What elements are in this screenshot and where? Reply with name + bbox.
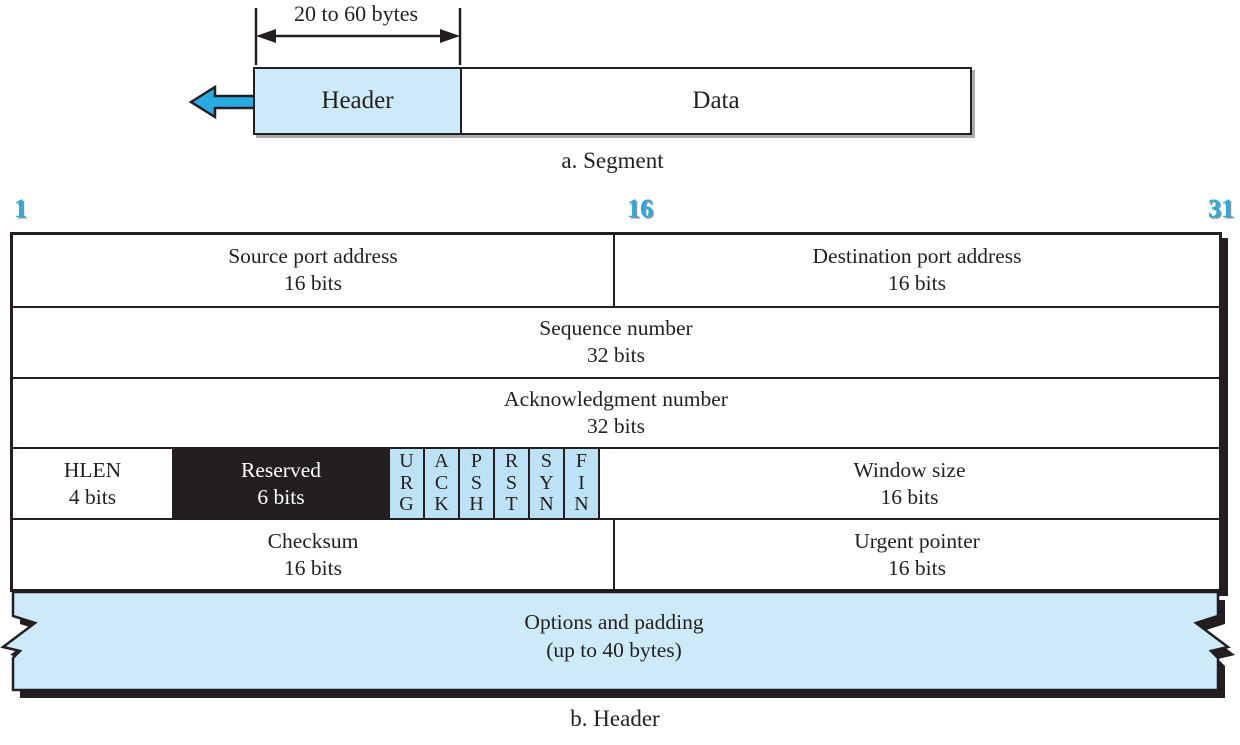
urgent-pointer-subtitle: 16 bits xyxy=(888,555,946,580)
flag-label-rst: RST xyxy=(504,450,519,516)
table-row-sequence: Sequence number 32 bits xyxy=(13,305,1219,377)
segment-data-cell: Data xyxy=(462,69,970,133)
table-row-flags: HLEN 4 bits Reserved 6 bits URG ACK PSH … xyxy=(13,447,1219,519)
options-box-shape xyxy=(0,590,1231,692)
options-label: Options and padding (up to 40 bytes) xyxy=(0,608,1228,664)
segment-header-label: Header xyxy=(321,87,394,114)
reserved-cell: Reserved 6 bits xyxy=(172,449,388,519)
window-size-cell: Window size 16 bits xyxy=(598,449,1219,519)
urgent-pointer-title: Urgent pointer xyxy=(854,528,980,553)
reserved-subtitle: 6 bits xyxy=(257,484,305,509)
dimension-arrow-icon xyxy=(254,8,462,65)
flag-cell-psh: PSH xyxy=(458,449,493,519)
destination-port-cell: Destination port address 16 bits xyxy=(613,235,1219,306)
flag-label-syn: SYN xyxy=(539,450,554,516)
source-port-title: Source port address xyxy=(228,244,398,269)
table-row-ack: Acknowledgment number 32 bits xyxy=(13,376,1219,448)
ack-number-subtitle: 32 bits xyxy=(587,413,645,438)
segment-caption: a. Segment xyxy=(561,148,664,173)
bit-number-31: 31 xyxy=(1208,194,1234,223)
hlen-title: HLEN xyxy=(63,457,122,482)
flag-cell-ack: ACK xyxy=(423,449,458,519)
destination-port-title: Destination port address xyxy=(812,244,1022,269)
segment-data-label: Data xyxy=(692,87,740,114)
sequence-number-cell: Sequence number 32 bits xyxy=(13,307,1219,377)
hlen-subtitle: 4 bits xyxy=(68,484,117,509)
flag-cell-urg: URG xyxy=(388,449,423,519)
bit-number-16: 16 xyxy=(627,194,653,223)
segment-header-cell: Header xyxy=(255,69,462,133)
table-row-ports: Source port address 16 bits Destination … xyxy=(13,235,1219,306)
flag-label-urg: URG xyxy=(399,450,414,516)
flag-label-fin: FIN xyxy=(574,450,589,516)
window-size-subtitle: 16 bits xyxy=(880,484,939,509)
flag-cell-rst: RST xyxy=(493,449,528,519)
source-port-subtitle: 16 bits xyxy=(284,271,342,296)
checksum-subtitle: 16 bits xyxy=(284,555,342,580)
checksum-title: Checksum xyxy=(267,528,359,553)
source-port-cell: Source port address 16 bits xyxy=(13,235,613,306)
window-size-title: Window size xyxy=(853,457,966,482)
reserved-title: Reserved xyxy=(241,457,321,482)
flag-cell-fin: FIN xyxy=(563,449,598,519)
destination-port-subtitle: 16 bits xyxy=(888,271,946,296)
flag-label-psh: PSH xyxy=(469,450,484,516)
ack-number-cell: Acknowledgment number 32 bits xyxy=(13,378,1219,448)
flag-cell-syn: SYN xyxy=(528,449,563,519)
segment-box: Header Data xyxy=(253,67,972,135)
ack-number-title: Acknowledgment number xyxy=(504,386,728,411)
sequence-number-subtitle: 32 bits xyxy=(587,343,645,368)
bit-number-1: 1 xyxy=(14,194,27,223)
left-arrow-icon xyxy=(188,84,258,120)
options-title: Options and padding xyxy=(524,610,704,634)
sequence-number-title: Sequence number xyxy=(539,316,693,341)
table-row-checksum: Checksum 16 bits Urgent pointer 16 bits xyxy=(13,518,1219,589)
hlen-cell: HLEN 4 bits xyxy=(13,449,172,519)
options-subtitle: (up to 40 bytes) xyxy=(546,638,682,662)
flag-label-ack: ACK xyxy=(434,450,449,516)
checksum-cell: Checksum 16 bits xyxy=(13,520,613,589)
urgent-pointer-cell: Urgent pointer 16 bits xyxy=(613,520,1219,589)
header-caption: b. Header xyxy=(570,706,660,731)
dimension-label: 20 to 60 bytes xyxy=(293,1,419,26)
options-torn-box xyxy=(0,590,1235,698)
tcp-header-table: Source port address 16 bits Destination … xyxy=(10,232,1222,592)
